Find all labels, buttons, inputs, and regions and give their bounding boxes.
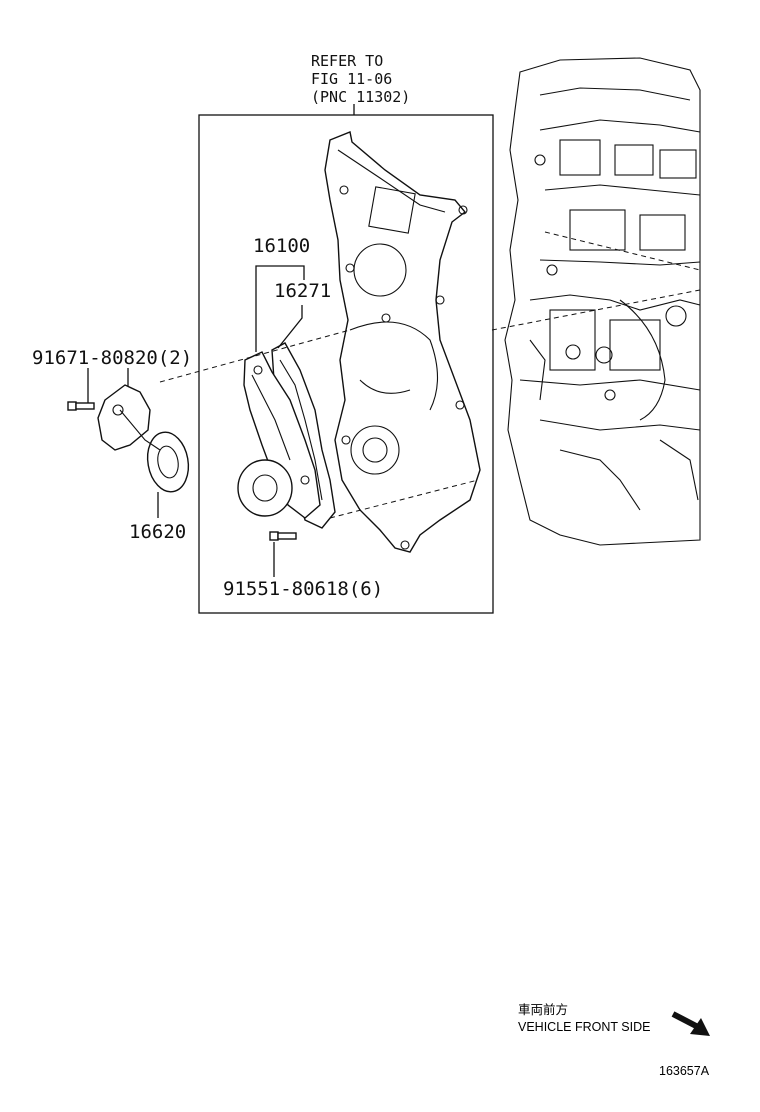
timing-cover-drawing xyxy=(324,131,481,553)
orientation-english: VEHICLE FRONT SIDE xyxy=(518,1020,650,1034)
callout-16271: 16271 xyxy=(274,280,331,302)
water-pump-drawing xyxy=(237,351,321,519)
reference-line-1: REFER TO xyxy=(311,52,383,70)
figure-id: 163657A xyxy=(659,1064,710,1078)
assembly-line-right xyxy=(491,289,701,331)
vehicle-front-arrow-icon xyxy=(671,1011,710,1036)
callout-bolt-bottom: 91551-80618(6) xyxy=(223,578,383,600)
callout-16100: 16100 xyxy=(253,235,310,257)
engine-block-drawing xyxy=(504,57,701,546)
assembly-line-top xyxy=(159,329,351,383)
orientation-japanese: 車両前方 xyxy=(518,1002,568,1017)
callout-bolt-top: 91671-80820(2) xyxy=(32,347,192,369)
bolt-bottom-drawing xyxy=(269,531,297,541)
callout-16620: 16620 xyxy=(129,521,186,543)
reference-line-3: (PNC 11302) xyxy=(311,88,410,106)
reference-frame xyxy=(198,114,494,614)
leader-16271 xyxy=(277,305,303,349)
reference-line-2: FIG 11-06 xyxy=(311,70,392,88)
assembly-line-bottom xyxy=(329,479,479,519)
tensioner-drawing xyxy=(97,384,190,493)
bolt-top-drawing xyxy=(67,401,95,411)
bracket-16100 xyxy=(255,265,305,352)
